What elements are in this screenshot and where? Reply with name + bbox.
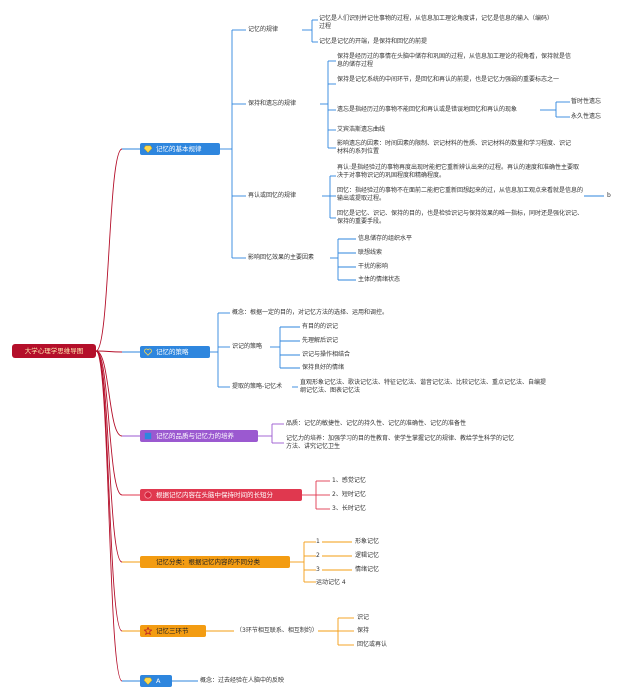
memory-qualities: 品质：记忆的敏捷性、记忆的持久性、记忆的准确性、记忆的准备性 bbox=[286, 420, 467, 427]
branch-title: A bbox=[156, 677, 161, 685]
side-note: b bbox=[607, 192, 611, 199]
memory-training: 记忆力的培养：加强学习的目的性教育、使学生掌握记忆的规律、教给学生科学的记忆方法… bbox=[286, 435, 515, 450]
branch-title: 记忆分类：根据记忆内容的不同分类 bbox=[156, 558, 260, 566]
gem-icon bbox=[144, 145, 152, 153]
forgetting-factors: 影响遗忘的因素：时间因素的限制、识记材料的性质、识记材料的数量和学习程度、识记材… bbox=[337, 140, 572, 155]
strategy-concept: 概念：根据一定的目的，对记忆方法的选择、运用和调控。 bbox=[232, 309, 389, 316]
branch-memory-quality[interactable]: 记忆的品质与记忆力的培养 bbox=[140, 430, 258, 442]
memory-rules-item: 记忆是记忆的开端，是保持和回忆的前提 bbox=[319, 38, 428, 45]
temporary-forgetting: 暂时性遗忘 bbox=[571, 98, 602, 105]
circle-icon bbox=[144, 491, 152, 499]
stage-retention: 保持 bbox=[357, 627, 370, 634]
branch-title: 记忆的基本规律 bbox=[156, 145, 202, 153]
sensory-memory: 1、感觉记忆 bbox=[332, 477, 366, 484]
forgetting-definition: 遗忘是指经历过的事物不能回忆和再认或是错误地回忆和再认的现象 bbox=[337, 106, 518, 113]
branch-memory-strategies[interactable]: 记忆的策略 bbox=[140, 346, 210, 358]
number-label: 3 bbox=[316, 566, 320, 573]
memory-rules-item: 记忆是人们识别并记住事物的过程，从信息加工理论角度讲，记忆是信息的输入（编码）过… bbox=[319, 15, 554, 30]
encoding-strategy: 有目的的识记 bbox=[302, 323, 339, 330]
retention-forgetting-label[interactable]: 保持和遗忘的规律 bbox=[248, 100, 297, 107]
memory-rules-label[interactable]: 记忆的规律 bbox=[248, 26, 279, 33]
recall-factor: 主体的情绪状态 bbox=[358, 276, 401, 283]
recall-factors-label[interactable]: 影响回忆效果的主要因素 bbox=[248, 254, 315, 261]
encoding-strategy: 保持良好的情绪 bbox=[302, 364, 345, 371]
branch-three-stages[interactable]: 记忆三环节 bbox=[140, 625, 206, 637]
branch-a[interactable]: A bbox=[140, 675, 172, 687]
branch-title: 根据记忆内容在头脑中保持时间的长短分 bbox=[156, 491, 273, 499]
recall-purpose-item: 回忆是记忆、识记、保持的目的，也是检验识记与保持效果的唯一指标，同时还是强化识记… bbox=[337, 210, 584, 225]
encoding-strategy: 先理解后识记 bbox=[302, 337, 339, 344]
ebbinghaus-curve: 艾宾浩斯遗忘曲线 bbox=[337, 126, 386, 133]
recall-factor: 联想线索 bbox=[358, 249, 383, 256]
branch-title: 记忆三环节 bbox=[156, 627, 189, 635]
memory-concept: 概念：过去经验在人脑中的反映 bbox=[200, 677, 285, 684]
stages-note: （3环节相互联系、相互制约） bbox=[236, 627, 318, 634]
retention-item: 保持是记忆系统的中间环节，是回忆和再认的前提，也是记忆力强弱的重要标志之一 bbox=[337, 76, 560, 83]
encoding-strategies-label[interactable]: 识记的策略 bbox=[232, 343, 263, 350]
retention-item: 保持是经历过的事情在头脑中储存和巩固的过程，从信息加工理论的视角看，保持就是信息… bbox=[337, 53, 572, 68]
branch-duration-classification[interactable]: 根据记忆内容在头脑中保持时间的长短分 bbox=[140, 489, 302, 501]
permanent-forgetting: 永久性遗忘 bbox=[571, 113, 602, 120]
recall-item: 回忆：指经验过的事物不在面前二能把它重新回想起来的过，从信息加工观点来看就是信息… bbox=[337, 187, 584, 202]
mnemonic-methods: 直观形象记忆法、歌诀记忆法、特征记忆法、谐音记忆法、比较记忆法、重点记忆法、自编… bbox=[300, 379, 547, 394]
square-icon bbox=[144, 432, 152, 440]
number-label: 1 bbox=[316, 538, 320, 545]
star-icon bbox=[144, 627, 152, 635]
motor-memory: 运动记忆 4 bbox=[316, 579, 346, 586]
number-label: 2 bbox=[316, 552, 320, 559]
recall-factor: 信息储存的组织水平 bbox=[358, 235, 413, 242]
branch-memory-basic-laws[interactable]: 记忆的基本规律 bbox=[140, 143, 220, 155]
root-node[interactable]: 大学心理学思维导图 bbox=[12, 344, 96, 358]
branch-title: 记忆的品质与记忆力的培养 bbox=[156, 432, 234, 440]
branch-content-classification[interactable]: 记忆分类：根据记忆内容的不同分类 bbox=[140, 556, 290, 568]
stage-recall: 回忆或再认 bbox=[357, 641, 388, 648]
encoding-strategy: 识记与操作相结合 bbox=[302, 351, 351, 358]
gem-icon bbox=[144, 677, 152, 685]
stage-encoding: 识记 bbox=[357, 614, 370, 621]
logical-memory: 逻辑记忆 bbox=[355, 552, 380, 559]
short-term-memory: 2、短时记忆 bbox=[332, 491, 366, 498]
heart-icon bbox=[144, 348, 152, 356]
long-term-memory: 3、长时记忆 bbox=[332, 505, 366, 512]
recognition-recall-label[interactable]: 再认或回忆的规律 bbox=[248, 192, 297, 199]
image-memory: 形象记忆 bbox=[355, 538, 380, 545]
recognition-item: 再认:是指经验过的事物再度出现时能把它重新辨认出来的过程。再认的速度和准确性主要… bbox=[337, 164, 580, 179]
emotional-memory: 情绪记忆 bbox=[355, 566, 380, 573]
branch-title: 记忆的策略 bbox=[156, 348, 189, 356]
retrieval-strategies-label[interactable]: 提取的策略-记忆术 bbox=[232, 383, 283, 390]
recall-factor: 干扰的影响 bbox=[358, 263, 389, 270]
